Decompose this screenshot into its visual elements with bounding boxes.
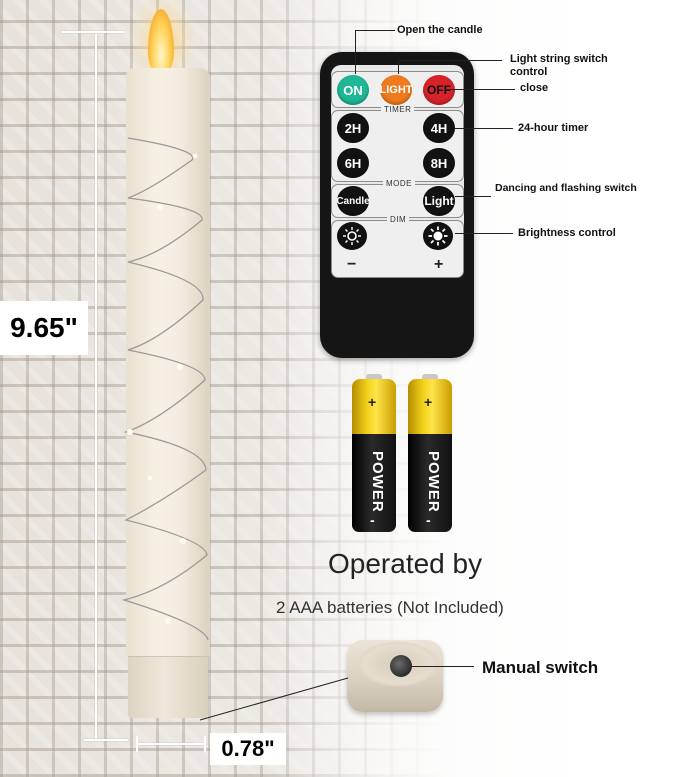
candle-base — [128, 656, 208, 718]
timer-section-label: TIMER — [381, 105, 415, 114]
width-dimension-cap-right — [204, 736, 206, 752]
battery-minus-sign: - — [426, 512, 431, 528]
timer-2h-button[interactable]: 2H — [337, 113, 369, 143]
battery-minus-sign: - — [370, 512, 375, 528]
battery-top — [408, 379, 452, 434]
timer-6h-button[interactable]: 6H — [337, 148, 369, 178]
light-string-callout-line2: control — [510, 66, 548, 78]
battery-plus-sign: + — [424, 394, 433, 410]
width-dimension-line — [137, 743, 205, 745]
height-dimension-cap-top — [62, 31, 124, 33]
timer-leader — [455, 128, 513, 129]
manual-switch-leader — [412, 666, 474, 667]
manual-switch-knob[interactable] — [390, 655, 412, 677]
battery-bottom — [408, 434, 452, 532]
battery-bottom — [352, 434, 396, 532]
timer-8h-button[interactable]: 8H — [423, 148, 455, 178]
height-dimension-cap-bottom — [84, 739, 128, 741]
brightness-callout: Brightness control — [518, 227, 616, 239]
dim-minus-sign: − — [347, 256, 357, 273]
open-candle-leader-drop — [355, 30, 356, 74]
dim-plus-sign: + — [434, 256, 444, 273]
timer-4h-button[interactable]: 4H — [423, 113, 455, 143]
dim-down-button[interactable] — [337, 222, 367, 250]
height-label: 9.65" — [0, 301, 88, 355]
dim-up-button[interactable] — [423, 222, 453, 250]
aaa-battery: + POWER - — [408, 374, 452, 534]
battery-terminal — [422, 374, 438, 380]
width-label: 0.78" — [210, 733, 286, 765]
operated-by-title: Operated by — [328, 548, 483, 579]
flame-icon — [148, 9, 174, 75]
open-candle-leader — [355, 30, 395, 31]
mode-section-label: MODE — [383, 179, 415, 188]
on-button[interactable]: ON — [337, 75, 369, 105]
battery-plus-sign: + — [368, 394, 377, 410]
candle-mode-button[interactable]: Candle — [336, 186, 370, 216]
width-dimension-cap-left — [136, 736, 138, 752]
timer-callout: 24-hour timer — [518, 122, 589, 134]
dim-section-label: DIM — [387, 215, 410, 224]
open-candle-callout: Open the candle — [397, 24, 483, 36]
brightness-leader — [455, 233, 513, 234]
aaa-battery: + POWER - — [352, 374, 396, 534]
close-leader — [445, 89, 515, 90]
battery-brand: POWER — [369, 451, 386, 513]
height-dimension-line — [95, 32, 97, 740]
sun-bright-icon — [428, 226, 448, 246]
battery-top — [352, 379, 396, 434]
sun-dim-icon — [343, 227, 361, 245]
dancing-leader — [455, 196, 491, 197]
taper-candle — [126, 68, 210, 656]
light-string-leader — [398, 60, 502, 61]
light-string-leader-drop — [398, 60, 399, 74]
light-mode-button[interactable]: Light — [423, 186, 455, 216]
close-callout: close — [520, 82, 549, 94]
manual-switch-label: Manual switch — [482, 658, 599, 677]
light-string-callout: Light string switch — [510, 53, 608, 65]
battery-requirement: 2 AAA batteries (Not Included) — [276, 598, 504, 617]
battery-brand: POWER — [425, 451, 442, 513]
battery-terminal — [366, 374, 382, 380]
dancing-callout: Dancing and flashing switch — [495, 182, 637, 194]
light-button[interactable]: LIGHT — [380, 75, 413, 105]
off-button[interactable]: OFF — [423, 75, 455, 105]
